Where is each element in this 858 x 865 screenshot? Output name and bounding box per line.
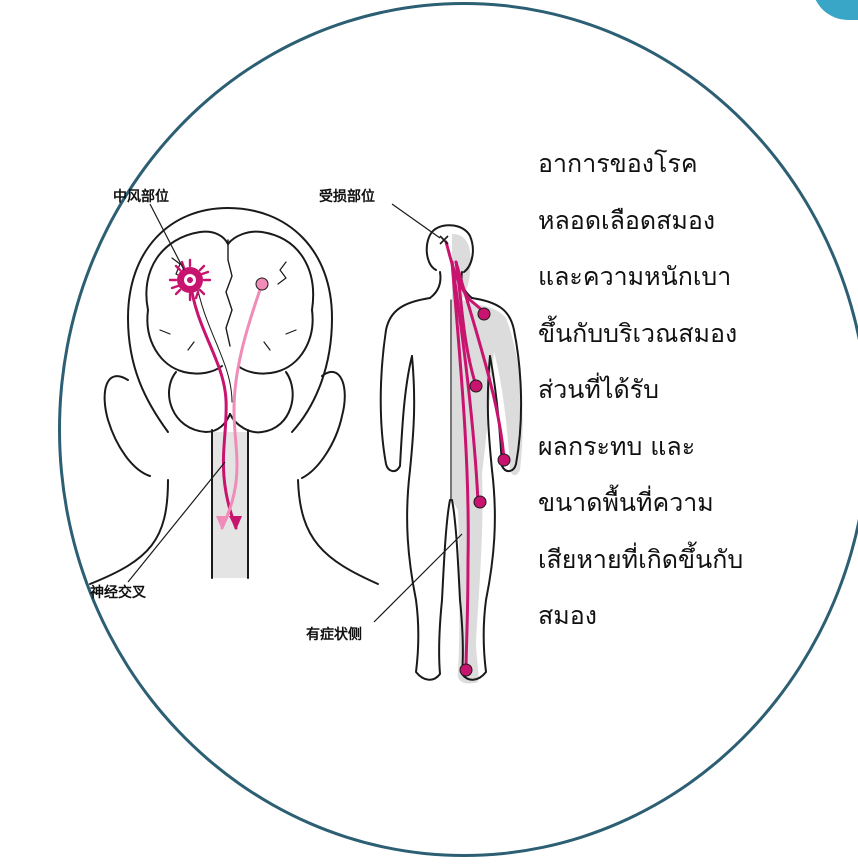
- damage-mark-icon: [440, 236, 448, 244]
- caption-line: ผลกระทบ และ: [538, 419, 808, 476]
- caption-line: เสียหายที่เกิดขึ้นกับ: [538, 532, 808, 589]
- left-arm: [381, 298, 430, 471]
- label-symptom-side: 有症状侧: [306, 624, 362, 644]
- left-neck: [90, 480, 168, 584]
- leader-lines-body: [374, 204, 462, 622]
- caption-text: อาการของโรค หลอดเลือดสมอง และความหนักเบา…: [538, 136, 808, 645]
- caption-line: ส่วนที่ได้รับ: [538, 362, 808, 419]
- motor-pathways-head: [190, 280, 262, 528]
- affected-point-elbow: [470, 380, 482, 392]
- body-rear-view: [381, 225, 521, 680]
- caption-line: ขึ้นกับบริเวณสมอง: [538, 306, 808, 363]
- affected-point-hand: [498, 454, 510, 466]
- affected-point-foot: [460, 664, 472, 676]
- caption-line: หลอดเลือดสมอง: [538, 193, 808, 250]
- label-nerve-crossing: 神经交叉: [90, 582, 146, 602]
- cerebellum-left: [169, 372, 230, 432]
- right-neck: [298, 480, 378, 584]
- caption-line: และความหนักเบา: [538, 249, 808, 306]
- affected-point-thigh: [474, 496, 486, 508]
- affected-point-shoulder: [478, 308, 490, 320]
- caption-line: สมอง: [538, 588, 808, 645]
- label-stroke-site: 中风部位: [113, 186, 169, 206]
- right-ear: [302, 372, 345, 478]
- caption-line: อาการของโรค: [538, 136, 808, 193]
- caption-line: ขนาดพื้นที่ความ: [538, 475, 808, 532]
- cerebellum-right: [230, 372, 293, 432]
- stroke-burst-icon: [170, 260, 210, 300]
- label-damage-site: 受损部位: [319, 186, 375, 206]
- healthy-origin-dot: [256, 278, 268, 290]
- torso-left: [410, 356, 414, 470]
- right-hemisphere: [228, 232, 313, 310]
- pathway-outline: [196, 280, 232, 402]
- left-leg: [407, 470, 450, 680]
